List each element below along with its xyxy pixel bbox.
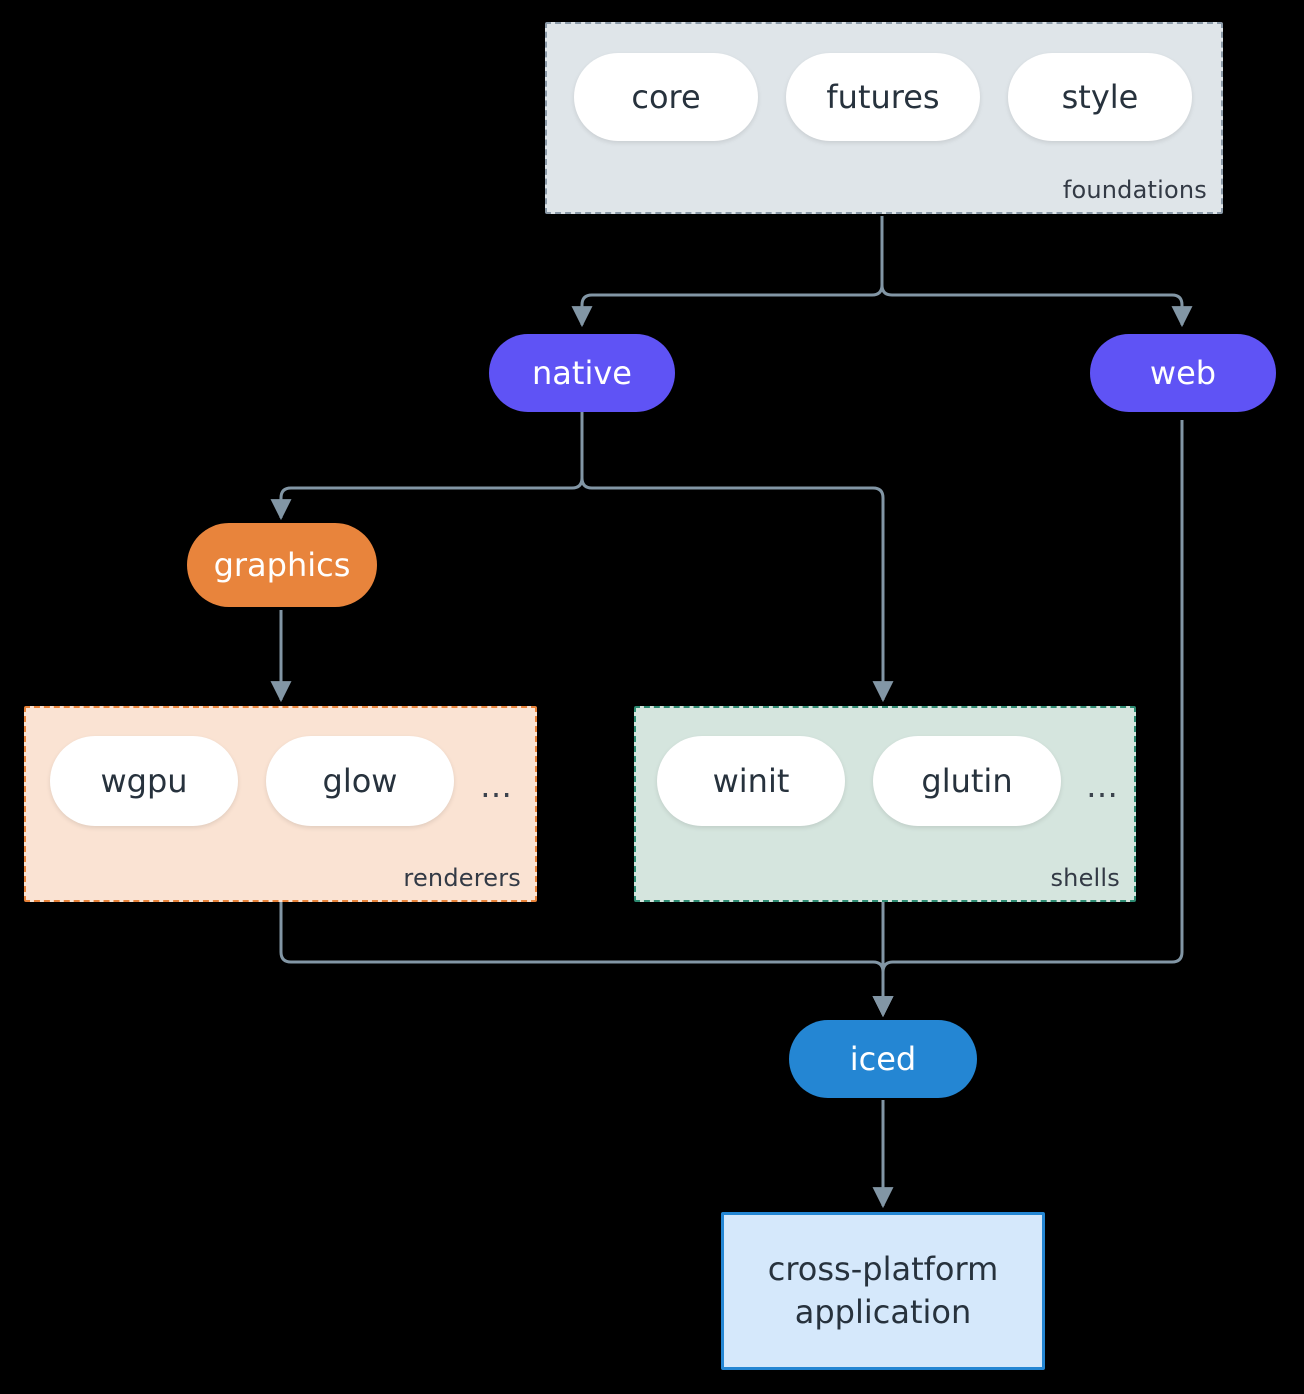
cluster-renderers-label: renderers [403, 864, 521, 892]
edge-native-graphics [270, 412, 584, 521]
node-graphics[interactable]: graphics [187, 523, 377, 607]
node-core-label: core [631, 78, 701, 116]
edge-foundations-web [880, 216, 1193, 328]
node-glow[interactable]: glow [266, 736, 454, 826]
application-line-1: cross-platform [767, 1249, 999, 1288]
node-web[interactable]: web [1090, 334, 1276, 412]
node-style-label: style [1061, 78, 1139, 116]
node-iced[interactable]: iced [789, 1020, 977, 1098]
shells-more-ellipsis: … [1086, 767, 1119, 805]
application-line-2: application [794, 1293, 972, 1331]
node-iced-label: iced [849, 1040, 917, 1078]
node-glow-label: glow [322, 762, 398, 800]
edge-renderers-iced [279, 902, 894, 1018]
node-wgpu-label: wgpu [100, 762, 188, 800]
renderers-more-ellipsis: … [480, 767, 513, 805]
node-futures[interactable]: futures [786, 53, 980, 141]
edge-foundations-native [571, 216, 884, 328]
node-winit[interactable]: winit [657, 736, 845, 826]
node-wgpu[interactable]: wgpu [50, 736, 238, 826]
node-core[interactable]: core [574, 53, 758, 141]
node-glutin[interactable]: glutin [873, 736, 1061, 826]
node-native[interactable]: native [489, 334, 675, 412]
cluster-shells-label: shells [1050, 864, 1120, 892]
edge-native-shells [580, 412, 894, 703]
node-style[interactable]: style [1008, 53, 1192, 141]
node-glutin-label: glutin [921, 762, 1013, 800]
node-graphics-label: graphics [213, 546, 351, 584]
node-native-label: native [532, 354, 632, 392]
node-web-label: web [1149, 354, 1217, 392]
node-winit-label: winit [712, 762, 790, 800]
node-futures-label: futures [826, 78, 940, 116]
node-cross-platform-application[interactable]: cross-platform application [721, 1212, 1045, 1370]
cluster-foundations-label: foundations [1062, 176, 1207, 204]
